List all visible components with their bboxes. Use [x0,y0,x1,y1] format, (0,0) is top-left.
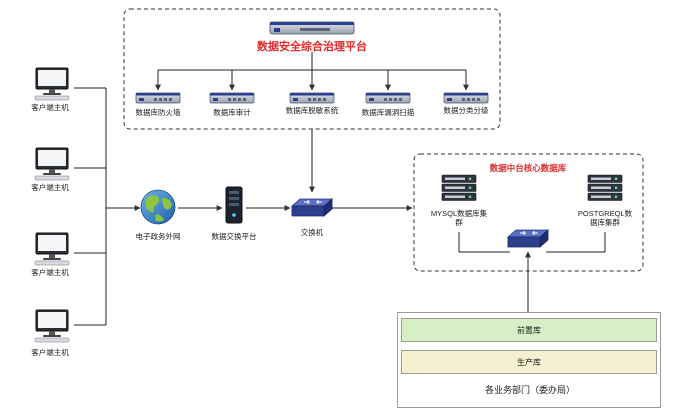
exchange-label: 数据交换平台 [211,232,257,241]
postgre-label-line1: POSTGREQL数 [577,209,633,218]
switch-icon [290,198,334,217]
module-label-vuln-scan: 数据库漏洞扫描 [361,108,415,117]
core-lines [458,232,606,253]
production-db-layer: 生产库 [401,350,657,374]
client-label: 客户端主机 [31,268,69,277]
module-label-audit: 数据库审计 [213,108,251,117]
module-label-firewall: 数据库防火墙 [135,108,181,117]
module-label-masking: 数据库脱敏系统 [285,106,339,115]
core-title: 数据中台核心数据库 [489,163,567,173]
client-label: 客户端主机 [31,348,69,357]
rack-server-icon [441,174,477,201]
computer-icon [34,67,70,101]
egov-label: 电子政务外网 [135,232,181,241]
platform-tree-lines [155,52,469,91]
database-rack-icons [441,174,623,201]
computer-icon [34,232,70,266]
departments-label: 各业务部门（委办局） [484,385,575,395]
client-label: 客户端主机 [31,183,69,192]
appliance-icon [209,92,255,104]
rack-server-icon [587,174,623,201]
postgre-label-line2: 据库集群 [590,218,620,227]
appliance-icon [443,92,489,104]
client-computers [34,67,70,343]
appliance-icon [365,92,411,104]
appliance-icon [135,92,181,104]
appliance-icon [289,92,335,104]
computer-icon [34,309,70,343]
client-bus-lines [74,87,141,326]
mysql-label-line1: MYSQL数据库集 [430,209,488,218]
front-db-layer: 前置库 [401,318,657,342]
platform-appliance-icon [269,21,355,35]
mysql-label-line2: 群 [455,218,463,227]
flow-lines [178,129,531,312]
core-switch-icon [506,229,550,248]
module-label-classification: 数据分类分级 [443,106,489,115]
computer-icon [34,147,70,181]
platform-title: 数据安全综合治理平台 [257,41,367,53]
globe-icon [140,189,176,225]
tower-server-icon [225,186,243,224]
switch-label: 交换机 [300,228,324,237]
module-appliances [135,92,489,104]
client-label: 客户端主机 [31,103,69,112]
